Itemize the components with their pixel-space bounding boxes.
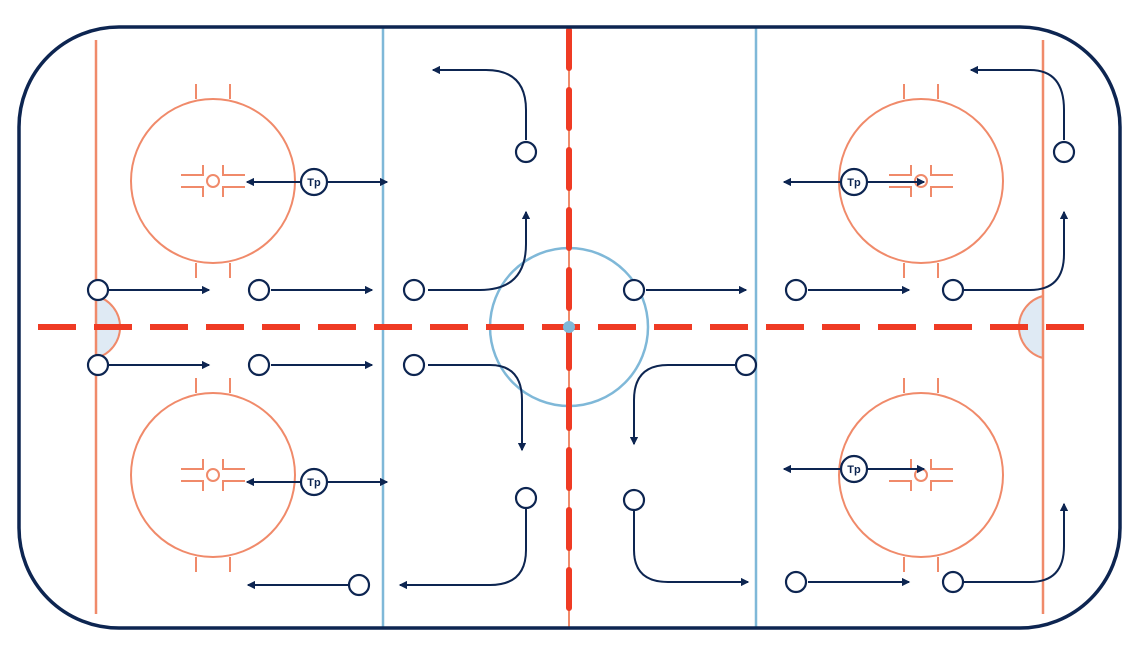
skate-path-curve [633,510,750,587]
faceoff-l-mark [181,165,204,176]
rink-boards [17,25,1122,630]
faceoff-l-mark [930,480,953,491]
faceoff-l-mark [889,480,912,491]
tp-marker-label: Tp [307,177,321,189]
player-marker [784,278,808,302]
tp-marker-circle [299,167,329,197]
tp-marker: Tp [839,167,869,197]
tp-marker-circle [839,167,869,197]
player-marker [1052,140,1076,164]
tp-marker-circle [299,467,329,497]
player-marker [784,570,808,594]
tp-marker-circle [839,454,869,484]
skate-path-curve [629,364,735,446]
skate-path-curve [963,502,1069,583]
faceoff-l-mark [181,459,204,470]
skate-path-curve [431,65,527,140]
skate-path-curve [428,210,531,291]
faceoff-dot [206,174,220,188]
faceoff-dot [206,468,220,482]
player-marker [86,353,110,377]
faceoff-l-mark [181,480,204,491]
center-faceoff-dot [563,321,575,333]
skate-path-curve [428,364,527,452]
tp-marker: Tp [839,454,869,484]
skate-path-curve [963,210,1069,291]
faceoff-l-mark [222,480,245,491]
player-marker [514,140,538,164]
tp-marker-label: Tp [847,464,861,476]
skate-path-curve [969,65,1065,140]
player-marker [941,278,965,302]
faceoff-l-mark [889,165,912,176]
tp-arrows [245,177,926,487]
player-marker [347,573,371,597]
player-marker [622,278,646,302]
player-markers [86,140,1076,597]
faceoff-l-mark [222,165,245,176]
faceoff-l-mark [889,459,912,470]
player-marker [622,488,646,512]
faceoff-dot [914,468,928,482]
skate-path-curve [398,508,527,590]
faceoff-l-mark [222,459,245,470]
faceoff-l-mark [181,186,204,197]
faceoff-circle [130,378,296,572]
player-marker [247,278,271,302]
drill-paths [108,65,1069,590]
player-marker [402,353,426,377]
tp-marker-label: Tp [847,177,861,189]
player-marker [941,570,965,594]
faceoff-ring [838,392,1004,558]
player-marker [734,353,758,377]
faceoff-l-mark [222,186,245,197]
tp-marker-label: Tp [307,477,321,489]
faceoff-l-mark [930,459,953,470]
player-marker [514,486,538,510]
faceoff-ring [130,392,296,558]
faceoff-l-mark [930,186,953,197]
tp-marker: Tp [299,167,329,197]
player-marker [247,353,271,377]
player-marker [402,278,426,302]
faceoff-l-mark [889,186,912,197]
player-marker [86,278,110,302]
tp-marker: Tp [299,467,329,497]
faceoff-l-mark [930,165,953,176]
